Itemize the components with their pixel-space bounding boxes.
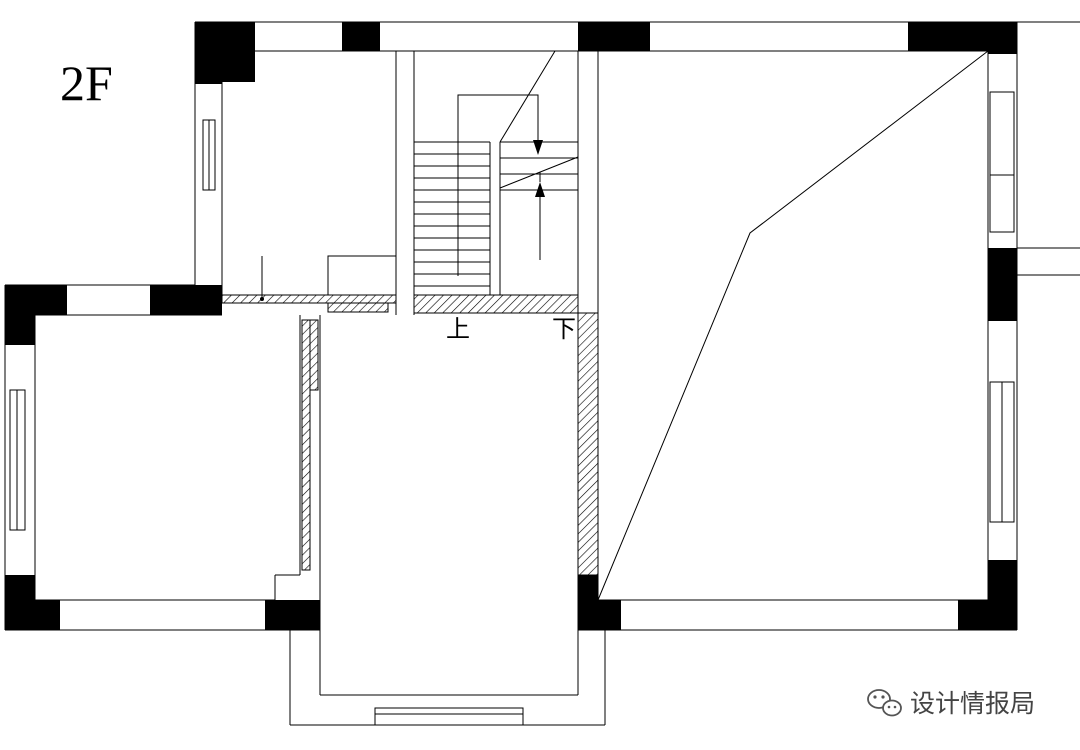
- structural-columns: [5, 22, 1017, 630]
- fixture-circles: [227, 55, 242, 68]
- exterior-walls: [4, 21, 1080, 726]
- watermark-text: 设计情报局: [910, 689, 1035, 718]
- leader-line: [260, 256, 264, 301]
- staircase: [414, 50, 579, 295]
- stair-up-label: 上: [446, 315, 470, 343]
- watermark: 设计情报局: [867, 689, 1035, 718]
- void-diagonal: [597, 50, 989, 601]
- wechat-icon: [867, 689, 902, 717]
- stair-treads: [414, 141, 578, 287]
- stair-down-label: 下: [552, 315, 576, 343]
- hatched-walls: [221, 294, 599, 576]
- floor-label: 2F: [60, 55, 113, 111]
